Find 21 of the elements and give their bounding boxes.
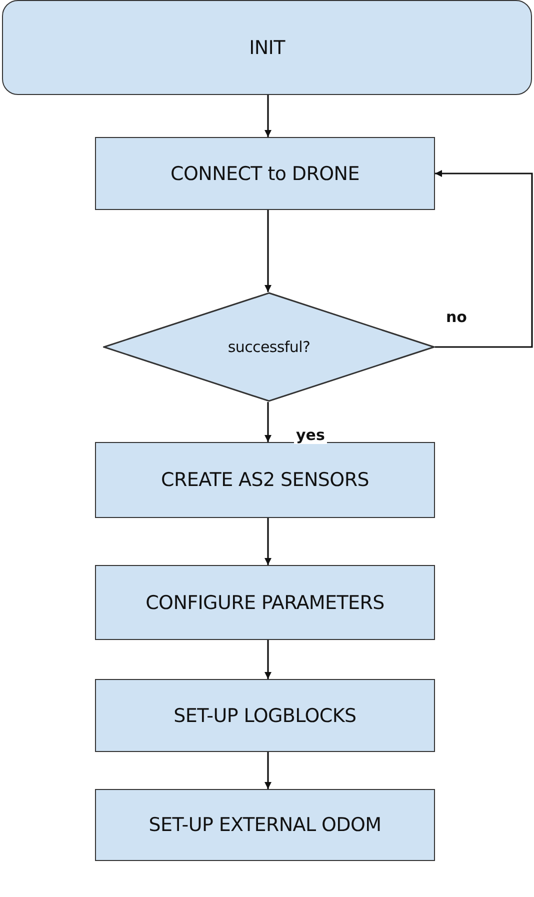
arrow [264,640,272,679]
arrow [264,752,272,789]
decision-diamond [103,292,435,402]
arrow [264,518,272,565]
process-box [95,442,435,518]
arrow [264,210,272,292]
arrow [264,95,272,137]
process-box [95,565,435,640]
node-text: SET-UP EXTERNAL ODOM [148,814,382,836]
node-text: INIT [249,36,285,58]
arrow [264,402,272,442]
process-box [95,789,435,861]
process-box [95,137,435,210]
node-text: CREATE AS2 SENSORS [161,469,369,491]
node-text: CONNECT to DRONE [170,162,360,184]
terminal-box [2,0,532,95]
node-text: SET-UP LOGBLOCKS [174,704,356,726]
process-box [95,679,435,752]
arrow [435,170,533,348]
node-text: CONFIGURE PARAMETERS [146,592,384,614]
node-text: successful? [228,338,310,356]
